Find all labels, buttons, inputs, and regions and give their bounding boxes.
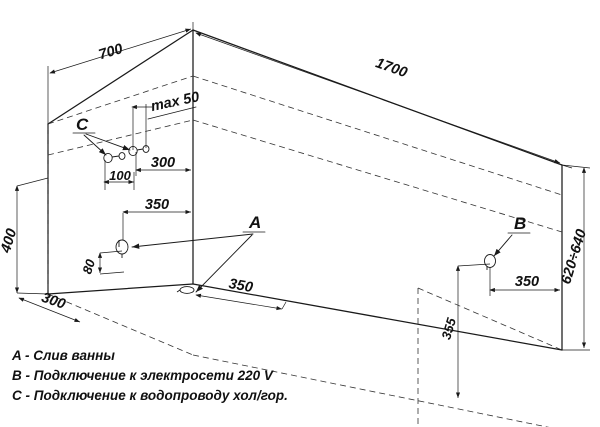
dimension-100-label: 100 xyxy=(109,168,131,183)
dimension-355: 355 xyxy=(438,263,491,398)
legend-group: A - Слив ванны B - Подключение к электро… xyxy=(11,348,288,403)
water-fixture-left-small xyxy=(118,152,126,160)
dimension-100: 100 xyxy=(103,160,135,190)
dimension-350-upper: 350 xyxy=(122,197,191,243)
dimension-80-label: 80 xyxy=(79,257,98,276)
legend-item-c: C - Подключение к водопроводу хол/гор. xyxy=(12,388,288,403)
legend-item-a: A - Слив ванны xyxy=(11,348,115,363)
drain-circle-bottom xyxy=(179,286,195,294)
marker-a-group: A xyxy=(131,213,266,293)
marker-c-group: C xyxy=(72,115,131,156)
water-supply-fixtures-group xyxy=(103,145,150,164)
dimension-300-depth-label: 300 xyxy=(39,290,67,313)
marker-c-label: C xyxy=(76,115,89,134)
drain-fixture-left-face xyxy=(115,239,129,258)
marker-b-group: B xyxy=(493,214,531,257)
dimension-700-label: 700 xyxy=(97,41,125,63)
dimension-300-depth: 300 xyxy=(18,290,81,323)
dimension-350-upper-label: 350 xyxy=(145,197,169,213)
dimension-300-top: 300 xyxy=(135,152,191,176)
dimension-300-top-label: 300 xyxy=(151,155,175,171)
marker-b-label: B xyxy=(514,214,526,233)
dimension-355-label: 355 xyxy=(438,315,459,341)
dimension-350-power-label: 350 xyxy=(515,274,539,290)
drain-circle-left xyxy=(115,239,129,255)
dimension-700: 700 xyxy=(47,22,194,124)
power-socket-circle xyxy=(484,254,496,268)
marker-a-label: A xyxy=(248,213,261,232)
water-fixture-left-circle xyxy=(103,152,113,164)
drain-fixture-bottom xyxy=(176,286,195,294)
dimension-350-power: 350 xyxy=(489,268,560,296)
dimension-350-drain-label: 350 xyxy=(227,276,254,296)
dimension-350-drain: 350 xyxy=(195,276,287,311)
legend-item-b: B - Подключение к электросети 220 V xyxy=(12,368,274,383)
dimension-80: 80 xyxy=(79,250,125,276)
